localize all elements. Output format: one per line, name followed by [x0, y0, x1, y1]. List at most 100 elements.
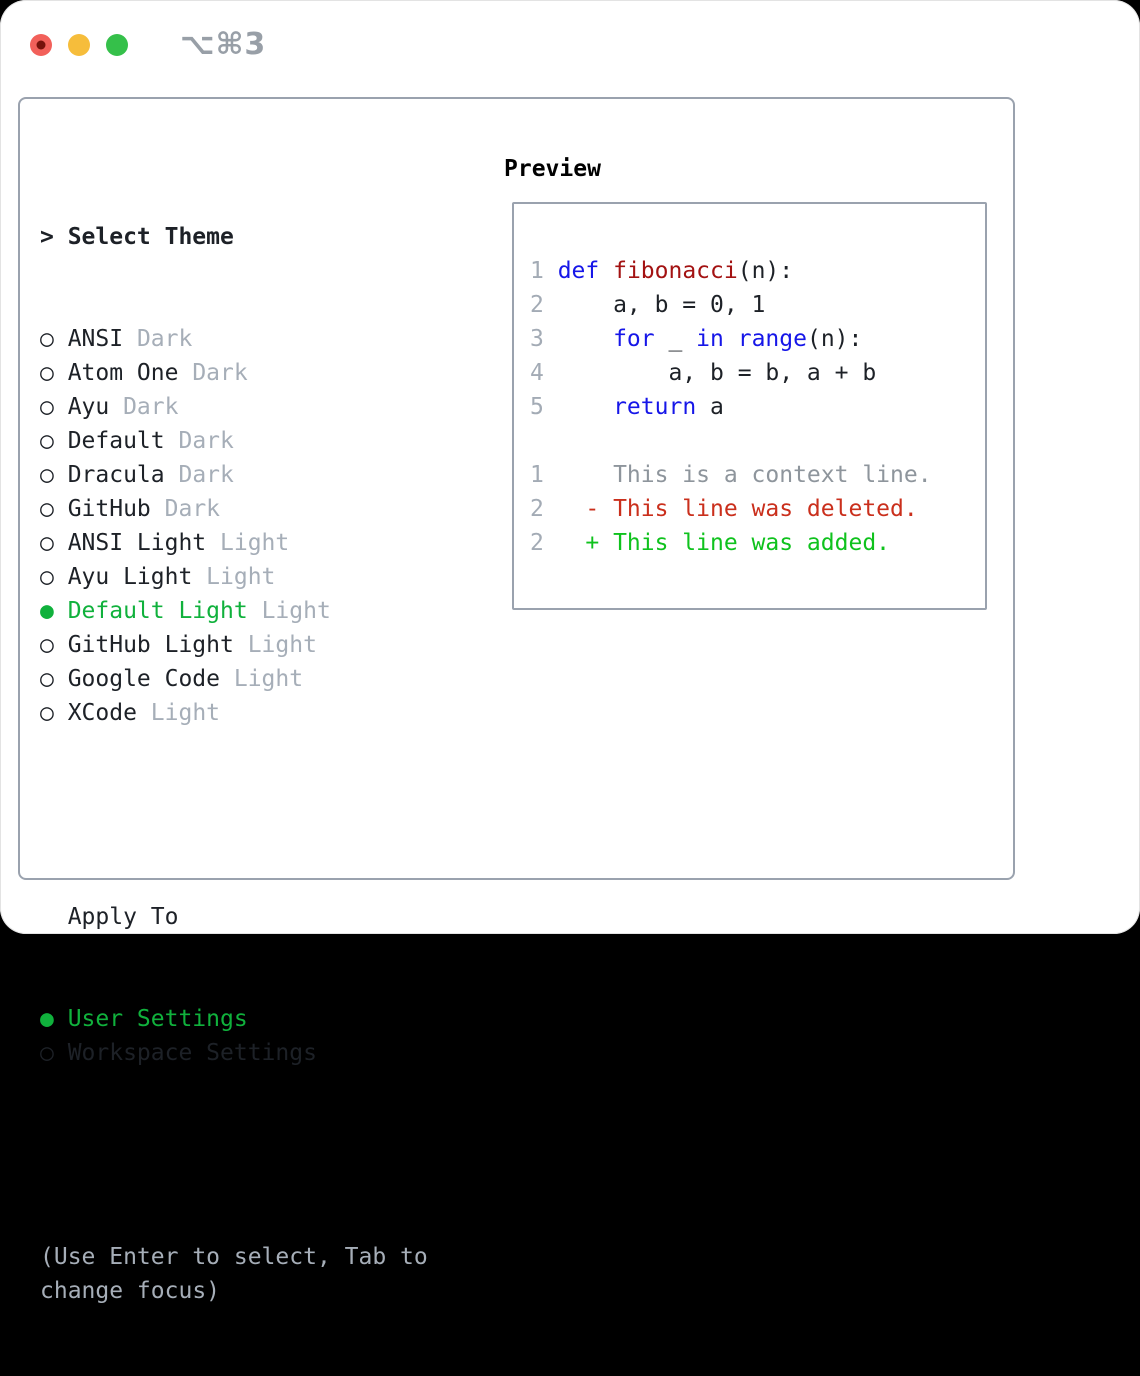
theme-variant-tag: Light — [247, 632, 317, 658]
code-segment — [558, 390, 613, 424]
line-number: 3 — [530, 326, 544, 352]
theme-name: GitHub — [67, 496, 165, 522]
theme-item-ayu[interactable]: ○ Ayu Dark — [40, 390, 470, 424]
close-button[interactable] — [30, 33, 52, 56]
theme-variant-tag: Light — [261, 598, 331, 624]
code-line: 3 for _ in range(n): — [530, 322, 985, 356]
select-theme-header-label: Select Theme — [67, 224, 234, 250]
theme-item-dracula[interactable]: ○Dracula Dark — [40, 458, 470, 492]
theme-name: Ayu Light — [67, 564, 207, 590]
theme-item-github-light[interactable]: ○ GitHub Light Light — [40, 628, 470, 662]
help-text: (Use Enter to select, Tab to change focu… — [40, 1244, 428, 1304]
theme-variant-tag: Dark — [136, 326, 193, 352]
code-segment: range — [737, 326, 807, 352]
selected-radio-icon: ● — [40, 1006, 54, 1032]
minimize-button[interactable] — [68, 33, 90, 56]
code-segment — [599, 254, 613, 288]
theme-item-google-code[interactable]: ○ Google Code Light — [40, 662, 470, 696]
code-line: 2 - This line was deleted. — [530, 492, 985, 526]
theme-name: GitHub Light — [67, 632, 248, 658]
radio-icon: ○ — [40, 632, 54, 658]
code-line: 1 This is a context line. — [530, 458, 985, 492]
apply-option-workspace-settings[interactable]: ○ Workspace Settings — [40, 1036, 470, 1070]
radio-icon: ○ — [40, 496, 54, 522]
theme-item-github[interactable]: ○ GitHub Dark — [40, 492, 470, 526]
radio-icon: ○ — [40, 700, 54, 726]
preview-header: Preview — [504, 152, 1004, 186]
theme-variant-tag: Dark — [164, 496, 221, 522]
spacer — [40, 1138, 470, 1172]
theme-item-xcode[interactable]: ○ XCode Light — [40, 696, 470, 730]
radio-icon: ○ — [40, 530, 54, 556]
app-window: ⌥⌘3 >Select Theme ○ANSI Dark○Atom One Da… — [0, 0, 1140, 1304]
code-segment: + This line was added. — [557, 530, 891, 556]
line-number: 1 — [530, 258, 544, 284]
radio-icon: ○ — [40, 428, 54, 454]
selected-radio-icon: ● — [40, 598, 54, 624]
close-dot-icon — [36, 40, 46, 49]
preview-header-label: Preview — [504, 156, 601, 182]
theme-name: Default — [67, 428, 179, 454]
theme-item-atom-one[interactable]: ○Atom One Dark — [40, 356, 470, 390]
code-segment: in — [696, 326, 724, 352]
line-number: 5 — [530, 394, 544, 420]
code-segment: for — [613, 326, 655, 352]
code-segment: return — [613, 394, 697, 420]
line-number: 2 — [530, 292, 544, 318]
radio-icon: ○ — [40, 394, 54, 420]
code-segment: This is a context line. — [557, 462, 932, 488]
theme-item-ayu-light[interactable]: ○Ayu Light Light — [40, 560, 470, 594]
code-segment: (n): — [737, 258, 794, 284]
apply-option-user-settings[interactable]: ●User Settings — [40, 1002, 470, 1036]
theme-item-default-light[interactable]: ● Default Light Light — [40, 594, 470, 628]
code-segment — [724, 322, 738, 356]
spacer — [40, 798, 470, 832]
apply-option-label: Workspace Settings — [67, 1040, 317, 1066]
code-segment: def — [557, 258, 600, 284]
code-segment: (n): — [806, 326, 863, 352]
theme-list: ○ANSI Dark○Atom One Dark○Ayu Dark○Defaul… — [40, 322, 470, 730]
code-segment: _ — [654, 326, 697, 352]
radio-icon: ○ — [40, 666, 54, 692]
code-line: 1 def fibonacci(n): — [530, 254, 985, 288]
apply-to-header-label: Apply To — [67, 904, 179, 930]
apply-to-list: ●User Settings ○ Workspace Settings — [40, 1002, 470, 1070]
theme-item-ansi[interactable]: ○ ANSI Dark — [40, 322, 470, 356]
theme-picker-panel: >Select Theme ○ANSI Dark○Atom One Dark○A… — [18, 97, 1015, 1304]
theme-variant-tag: Dark — [192, 360, 248, 386]
theme-name: ANSI — [67, 326, 137, 352]
code-segment: a, b = b, a + b — [557, 360, 877, 386]
code-line: 2 + This line was added. — [530, 526, 985, 560]
theme-name: Dracula — [67, 462, 179, 488]
code-line: 4 a, b = b, a + b — [530, 356, 985, 390]
theme-variant-tag: Light — [220, 530, 290, 556]
code-line: 2 a, b = 0, 1 — [530, 288, 985, 322]
theme-name: ANSI Light — [67, 530, 221, 556]
cursor-icon: > — [40, 224, 54, 250]
theme-name: Default Light — [67, 598, 262, 624]
select-theme-header: > Select Theme — [40, 220, 470, 254]
theme-name: Google Code — [67, 666, 234, 692]
theme-name: Ayu — [67, 394, 124, 420]
theme-variant-tag: Dark — [178, 428, 234, 454]
code-segment: fibonacci — [613, 258, 738, 284]
theme-variant-tag: Light — [150, 700, 221, 726]
code-segment: a, b = 0, 1 — [557, 292, 766, 318]
radio-icon: ○ — [40, 360, 54, 386]
radio-icon: ○ — [40, 326, 54, 352]
line-number — [530, 424, 558, 458]
theme-item-ansi-light[interactable]: ○ ANSI Light Light — [40, 526, 470, 560]
code-segment — [558, 322, 613, 356]
line-number: 1 — [530, 462, 544, 488]
zoom-button[interactable] — [106, 33, 128, 56]
radio-icon: ○ — [40, 1040, 54, 1066]
theme-name: XCode — [67, 700, 151, 726]
theme-variant-tag: Dark — [123, 394, 179, 420]
theme-selector-column: >Select Theme ○ANSI Dark○Atom One Dark○A… — [40, 152, 470, 1376]
code-segment: - This line was deleted. — [557, 496, 918, 522]
theme-item-default[interactable]: ○ Default Dark — [40, 424, 470, 458]
theme-variant-tag: Light — [233, 666, 304, 692]
radio-icon: ○ — [40, 462, 54, 488]
line-number: 2 — [530, 496, 544, 522]
